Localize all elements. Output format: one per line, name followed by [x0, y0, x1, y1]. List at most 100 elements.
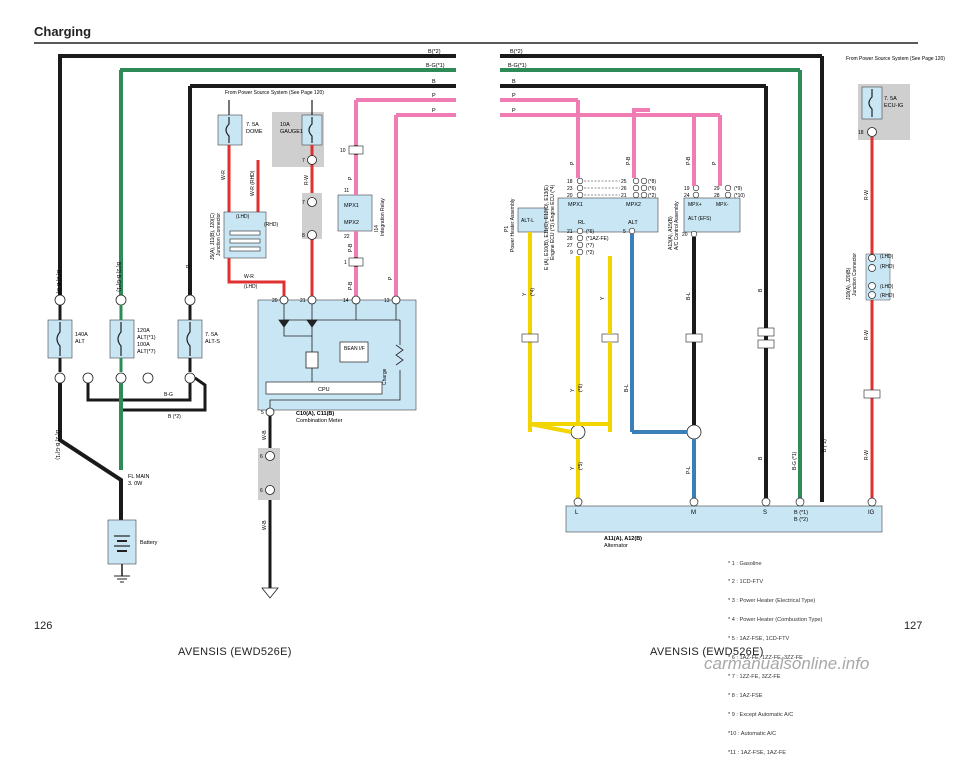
ac-label-mpxp: MPX+: [688, 202, 702, 208]
rhd-label: (RHD): [264, 222, 278, 228]
pin-11: 11: [344, 188, 349, 194]
gauge-conn-grey: [302, 193, 322, 239]
junction-bars: [229, 230, 261, 252]
power-heater-pin: ALT-L: [521, 218, 534, 224]
fuse-dome-rating: 7. 5A: [246, 122, 259, 128]
ecu-label-y: Y: [570, 388, 576, 392]
wire-label-p-right: P: [388, 276, 394, 280]
wire-label-pb-relay-2: P-B: [348, 281, 354, 290]
right-label-rw-3: R-W: [864, 450, 870, 460]
relay-mpx2: MPX2: [344, 220, 359, 226]
wire-label-bg-cross: B-G: [164, 392, 173, 398]
wire-label-p-relay: P: [348, 176, 354, 180]
pin-6b: 6: [260, 488, 263, 494]
splice-e4: [570, 424, 586, 440]
pin-7a: 7: [302, 158, 305, 164]
battery-label: Battery: [140, 540, 158, 546]
right-junction-code: J18(A), J20(B): [846, 267, 852, 300]
footer-model-left: AVENSIS (EWD526E): [178, 646, 292, 658]
right-lhd: (LHD): [880, 254, 894, 260]
right-junction-circles: [868, 254, 876, 299]
alt-label-y5: (*5): [578, 462, 584, 470]
svg-text:(*6): (*6): [648, 186, 656, 192]
junction-name: Junction Connector: [216, 213, 222, 256]
right-label-b: B: [758, 288, 764, 292]
meter-charge-label: Charge: [382, 368, 388, 385]
alternator-pin-circles: [573, 497, 877, 507]
relay-mpx1: MPX1: [344, 203, 359, 209]
alternator-name: Alternator: [604, 543, 628, 549]
meter-bean-label: BEAN I/F: [344, 346, 365, 352]
fuse-alt2-rating: 120A: [137, 328, 150, 334]
fuse-gauge-rating: 10A: [280, 122, 290, 128]
ecu-top-dashes: [584, 180, 620, 196]
junction-code: J5(A), J11(B), J20(C): [210, 213, 216, 260]
ac-label-pb-wire: P-B: [686, 156, 692, 165]
wire-label-bg-pair: B(*2) B-G(*1): [55, 270, 61, 300]
ac-label-alt: ALT (EFS): [688, 216, 711, 222]
power-heater-code: P1: [504, 226, 510, 232]
conn-ea1-b: [757, 339, 775, 349]
alt-label-pl: P-L: [686, 466, 692, 474]
right-feed-label-p2: P: [512, 108, 516, 114]
wire-label-b-left: B: [184, 265, 190, 269]
fuse-alts-rating: 7. 5A: [205, 332, 218, 338]
ecu-label-pb: P-B: [626, 156, 632, 165]
meter-pin-circles: [265, 295, 401, 417]
ac-code: A13(A), A15(B): [668, 216, 674, 250]
fuse-alt2-body: [109, 319, 135, 359]
meter-bean-box: [339, 341, 369, 363]
fuse-ecu-element: [868, 89, 873, 117]
fl-main-size: 3. 0W: [128, 481, 143, 487]
page-title: Charging: [34, 24, 92, 39]
wiring-diagram: B(*2) B-G(*1) B P P B(*2) B-G(*1) B(*2) …: [34, 42, 945, 599]
page-number-right: 127: [904, 620, 923, 632]
feed-label-p1: P: [432, 93, 436, 99]
pin-21: 21: [300, 298, 306, 304]
feed-label-b2: B(*2): [428, 49, 441, 55]
svg-text:25: 25: [621, 179, 627, 185]
fuse-gauge-element: [308, 117, 313, 143]
svg-text:28: 28: [567, 236, 573, 242]
fuse-dome-element: [225, 117, 230, 143]
right-lhd-2: (LHD): [880, 284, 894, 290]
fuse-ecu-rating: 7. 5A: [884, 96, 897, 102]
svg-text:29: 29: [714, 186, 720, 192]
ecu-bottom-pin-circles: [576, 227, 636, 256]
legend-line: *11 : 1AZ-FSE, 1AZ-FE: [728, 749, 787, 756]
ac-pin-20: 20: [682, 232, 688, 238]
svg-text:18: 18: [567, 179, 573, 185]
conn-ee1: [521, 333, 539, 343]
svg-text:(*1AZ-FE): (*1AZ-FE): [586, 236, 609, 242]
svg-text:(*8): (*8): [648, 179, 656, 185]
svg-text:(*2): (*2): [586, 250, 594, 256]
page-number-left: 126: [34, 620, 53, 632]
pin-8: 8: [302, 233, 305, 239]
legend-line: * 9 : Except Automatic A/C: [728, 711, 794, 718]
meter-internal: [269, 304, 404, 408]
svg-text:21: 21: [621, 193, 627, 199]
fuse-ecu-name: ECU-IG: [884, 103, 903, 109]
fuse-alt2-name2: ALT(*7): [137, 349, 156, 355]
engine-ecu: [557, 197, 659, 233]
legend-line: * 3 : Power Heater (Electrical Type): [728, 598, 816, 605]
pin-1: 1: [344, 260, 347, 266]
meter-cpu-box: [265, 381, 383, 395]
right-rhd-2: (RHD): [880, 293, 894, 299]
meter-cpu-label: CPU: [318, 387, 330, 393]
alt-terminal-m: M: [691, 510, 696, 516]
ecu-label-p: P: [570, 161, 576, 165]
pin-5: 5: [261, 410, 264, 416]
right-from-power-source: From Power Source System (See Page 120): [846, 56, 945, 62]
wire-label-pb-relay: P-B: [348, 243, 354, 252]
alt-terminal-b2: B (*2): [794, 517, 808, 523]
svg-text:28: 28: [714, 193, 720, 199]
right-feed-label-b: B: [512, 79, 516, 85]
battery-ground-icon: [114, 575, 130, 583]
right-feed-label-bg1: B-G(*1): [508, 63, 527, 69]
ecu-label-y6: (*6): [578, 384, 584, 392]
conn-ea1-a: [757, 327, 775, 337]
ground-conn-grey: [258, 448, 280, 500]
right-label-bg1: B-G (*1): [792, 451, 798, 470]
